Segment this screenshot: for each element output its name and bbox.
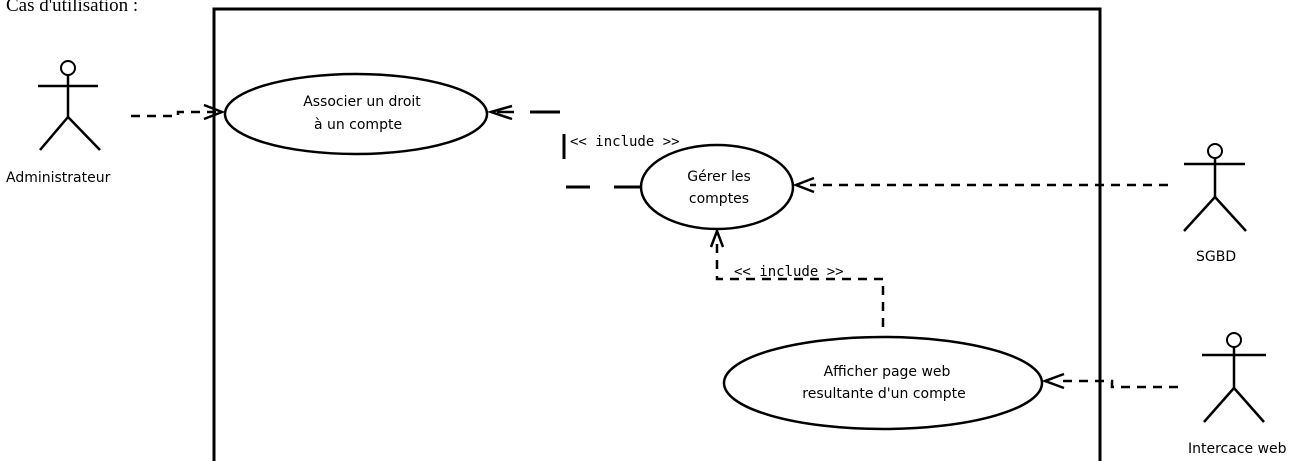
use-case-gerer-comptes: Gérer les comptes	[639, 143, 795, 231]
actor-label-interface-web: Intercace web	[1188, 441, 1287, 457]
association-interface-afficher	[1041, 372, 1178, 390]
use-case-afficher-line1: Afficher page web	[824, 364, 951, 380]
system-boundary	[212, 7, 1102, 461]
stick-figure-icon	[1183, 143, 1247, 232]
page-title: Cas d'utilisation :	[6, 0, 138, 16]
stick-figure-icon	[1202, 332, 1266, 423]
association-sgbd-gerer	[792, 176, 1168, 194]
use-case-gerer-line1: Gérer les	[687, 169, 751, 185]
include-label-2: << include >>	[734, 264, 844, 280]
include-afficher-gerer: << include >>	[709, 227, 885, 327]
use-case-afficher-page: Afficher page web resultante d'un compte	[722, 335, 1044, 431]
use-case-gerer-line2: comptes	[689, 191, 749, 207]
use-case-associer-droit: Associer un droit à un compte	[223, 72, 489, 156]
include-label-1: << include >>	[570, 134, 680, 150]
use-case-associer-line2: à un compte	[314, 117, 402, 133]
use-case-associer-line1: Associer un droit	[303, 94, 421, 110]
actor-sgbd: SGBD	[1183, 143, 1247, 265]
actor-label-sgbd: SGBD	[1196, 249, 1236, 265]
use-case-afficher-line2: resultante d'un compte	[802, 386, 965, 402]
include-gerer-associer: << include >>	[486, 104, 680, 189]
actor-interface-web: Intercace web	[1188, 332, 1287, 457]
stick-figure-icon	[38, 60, 101, 151]
actor-administrateur: Administrateur	[6, 60, 111, 186]
association-administrateur-associer	[131, 103, 226, 121]
actor-label-administrateur: Administrateur	[6, 170, 111, 186]
